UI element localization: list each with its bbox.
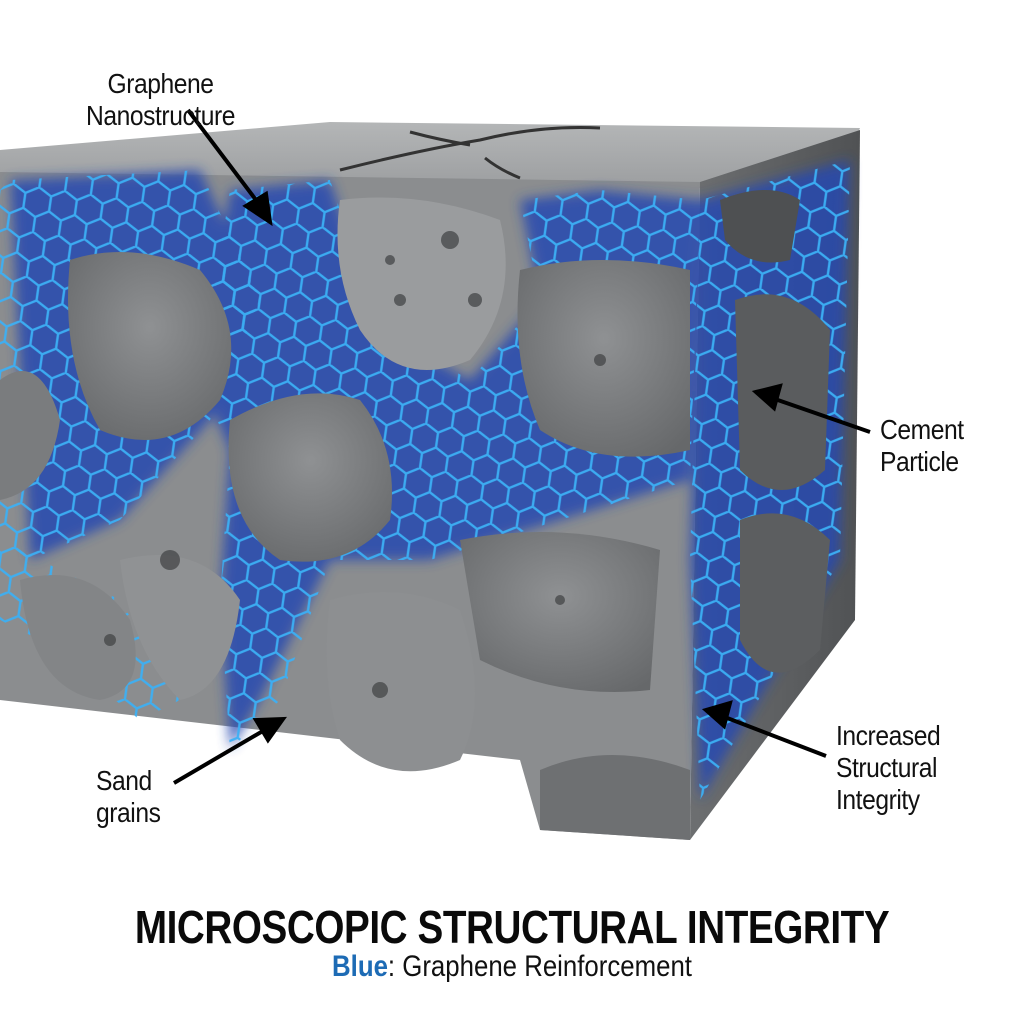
annotation-arrows (172, 108, 871, 785)
label-line: Particle (880, 446, 959, 477)
label-line: Structural (836, 752, 938, 783)
legend-key: Blue (332, 950, 388, 983)
cement-particle (460, 532, 660, 692)
caption-title: MICROSCOPIC STRUCTURAL INTEGRITY (134, 901, 890, 953)
cement-particles (0, 190, 830, 840)
legend-text: Graphene Reinforcement (395, 950, 692, 983)
cement-particle (20, 575, 136, 700)
label-increased-structural-integrity: Increased Structural Integrity (836, 720, 941, 816)
caption-legend: Blue: Graphene Reinforcement (72, 950, 953, 984)
top-crack (339, 126, 601, 180)
label-line: Sand (96, 765, 152, 796)
label-cement-particle: Cement Particle (880, 414, 964, 478)
label-line: Cement (880, 414, 964, 445)
cement-particle (540, 755, 690, 840)
cement-particle (337, 197, 506, 370)
concrete-block-illustration (0, 108, 871, 840)
label-line: Nanostructure (86, 100, 236, 131)
label-line: grains (96, 797, 161, 828)
label-line: Increased (836, 720, 941, 751)
label-line: Integrity (836, 784, 920, 815)
legend-separator: : (387, 950, 396, 983)
cement-particle (120, 555, 240, 700)
block-top-face (0, 122, 860, 188)
label-graphene-nanostructure: Graphene Nanostructure (86, 68, 235, 132)
label-sand-grains: Sand grains (96, 765, 161, 829)
cement-particle (720, 190, 800, 263)
pores (104, 231, 606, 698)
cement-particle (735, 294, 830, 490)
caption: MICROSCOPIC STRUCTURAL INTEGRITY Blue: G… (0, 900, 1024, 984)
cement-particle (326, 592, 475, 772)
cement-particle (68, 252, 232, 440)
cement-particle (740, 513, 830, 673)
cement-particle (0, 371, 60, 500)
cement-particle (228, 393, 392, 562)
label-line: Graphene (107, 68, 214, 99)
